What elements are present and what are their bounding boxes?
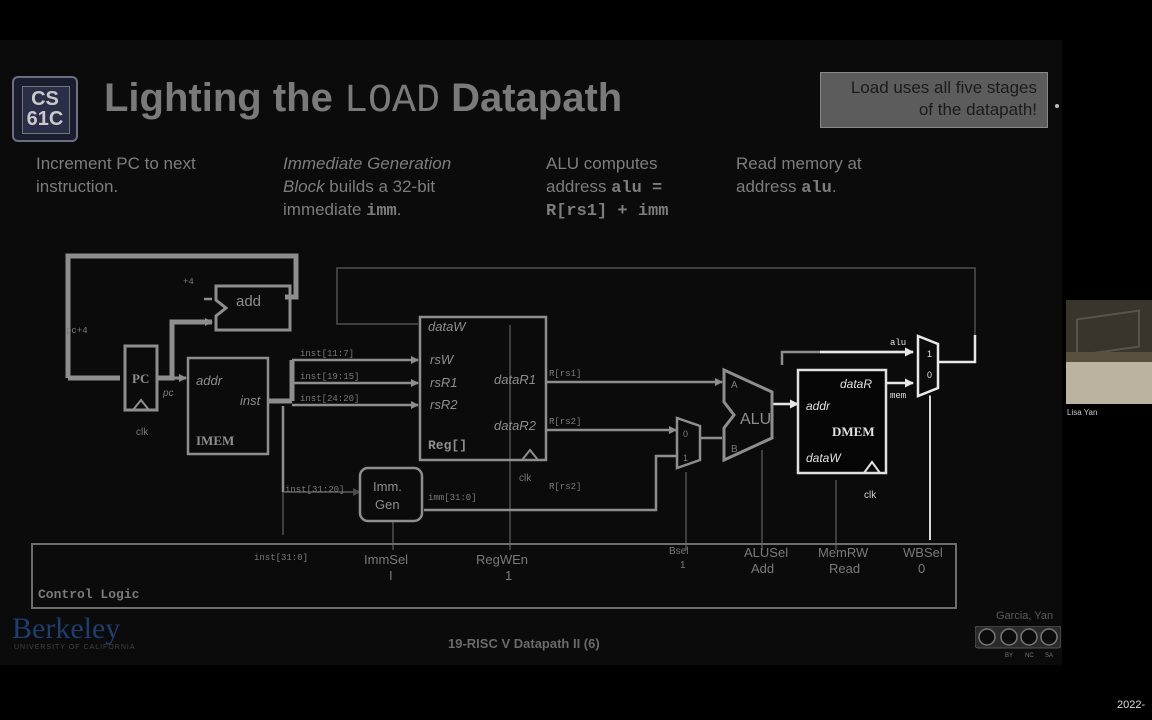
signal-immsel-name: ImmSel xyxy=(364,552,408,567)
control-logic-label: Control Logic xyxy=(38,587,140,602)
inst-11-7-label: inst[11:7] xyxy=(300,349,354,359)
register-file xyxy=(418,315,548,462)
webcam-name: Lisa Yan xyxy=(1067,408,1098,417)
desc-alu-computes: ALU computes address alu = R[rs1] + imm xyxy=(546,154,669,221)
signal-bsel-value: 1 xyxy=(680,560,686,571)
dmem-addr-label: addr xyxy=(806,399,831,413)
webcam-thumbnail xyxy=(1066,300,1152,404)
r-rs2-b-label: R[rs2] xyxy=(549,482,581,492)
callout-box: Load uses all five stages of the datapat… xyxy=(820,72,1048,128)
reg-rsr1-label: rsR1 xyxy=(430,375,457,390)
inst-31-20-label: inst[31:20] xyxy=(285,485,344,495)
clock-icon xyxy=(132,398,150,411)
desc-increment-pc: Increment PC to next instruction. xyxy=(36,154,196,196)
dmem-datar-label: dataR xyxy=(840,377,872,391)
imm-gen-line1: Imm. xyxy=(373,479,402,494)
signal-memrw-value: Read xyxy=(829,561,860,576)
imm-gen-block xyxy=(358,466,424,523)
footer-title: 19-RISC V Datapath II (6) xyxy=(448,636,600,651)
reg-rsr2-label: rsR2 xyxy=(430,397,458,412)
chip-icon xyxy=(22,86,70,134)
signal-regwen-value: 1 xyxy=(505,568,512,583)
callout-line2: of the datapath! xyxy=(918,100,1037,119)
inst-24-20-label: inst[24:20] xyxy=(300,394,359,404)
timestamp: 2022- xyxy=(1117,699,1146,711)
adder-label: add xyxy=(236,293,261,310)
wb-mux xyxy=(916,334,940,398)
alu-unit xyxy=(722,367,774,463)
imm-gen-line2: Gen xyxy=(375,497,400,512)
alu-a-label: A xyxy=(731,380,738,391)
reg-dataw-label: dataW xyxy=(428,319,467,334)
datapath-diagram: add +4 pc+4 PC pc clk addr inst IMEM ins… xyxy=(31,253,977,609)
alu-b-label: B xyxy=(731,444,738,455)
cc-icon xyxy=(978,628,996,646)
footer-authors: Garcia, Yan xyxy=(996,610,1054,622)
signal-immsel-value: I xyxy=(389,568,393,583)
plus4-label: +4 xyxy=(183,277,194,287)
reg-clock-icon xyxy=(521,448,539,461)
imem-addr-label: addr xyxy=(196,373,223,388)
nc-icon xyxy=(1020,628,1038,646)
signal-alusel-value: Add xyxy=(751,561,774,576)
desc-read-memory: Read memory at address alu. xyxy=(736,154,862,198)
pc-label: PC xyxy=(132,371,149,386)
wb-mux-1-label: 1 xyxy=(927,349,932,359)
reg-datar2-label: dataR2 xyxy=(494,418,537,433)
imem-block xyxy=(186,356,270,456)
dmem-label: DMEM xyxy=(832,424,875,439)
logo-text-cs: CS xyxy=(31,88,59,110)
control-logic-box xyxy=(31,543,957,609)
inst-19-15-label: inst[19:15] xyxy=(300,372,359,382)
imem-label: IMEM xyxy=(196,433,234,448)
dmem-block xyxy=(796,368,888,475)
pointer-dot xyxy=(1055,104,1059,108)
wb-mux-0-label: 0 xyxy=(927,370,932,380)
r-rs2-label: R[rs2] xyxy=(549,417,581,427)
signal-wbsel-value: 0 xyxy=(918,561,925,576)
pc-register xyxy=(123,344,159,412)
cs61c-logo: CS 61C xyxy=(12,76,78,142)
wb-alu-label: alu xyxy=(890,338,906,348)
imm-out-label: imm[31:0] xyxy=(428,493,477,503)
pc4-label: pc+4 xyxy=(66,326,88,336)
slide-title: Lighting the LOAD Datapath xyxy=(104,76,623,124)
wb-mem-label: mem xyxy=(890,391,906,401)
r-rs1-label: R[rs1] xyxy=(549,369,581,379)
berkeley-logo: Berkeley xyxy=(12,612,121,645)
reg-datar1-label: dataR1 xyxy=(494,372,536,387)
signal-alusel-name: ALUSel xyxy=(744,545,788,560)
reg-clk-label: clk xyxy=(519,473,532,484)
license-sa: SA xyxy=(1045,653,1053,659)
signal-wbsel-name: WBSel xyxy=(903,545,943,560)
sa-icon xyxy=(1040,628,1058,646)
imem-inst-label: inst xyxy=(240,393,262,408)
inst-31-0-label: inst[31:0] xyxy=(254,553,308,563)
b-mux xyxy=(675,416,702,470)
license-nc: NC xyxy=(1025,653,1034,659)
signal-bsel-name: Bsel xyxy=(669,546,688,557)
dmem-dataw-label: dataW xyxy=(806,451,842,465)
cc-license-badge: BY NC SA xyxy=(975,626,1061,659)
license-by: BY xyxy=(1005,653,1013,659)
reg-rsw-label: rsW xyxy=(430,352,455,367)
by-icon xyxy=(1000,628,1018,646)
signal-regwen-name: RegWEn xyxy=(476,552,528,567)
pc-clk-label: clk xyxy=(136,427,149,438)
b-mux-1-label: 1 xyxy=(683,453,688,463)
slide: CS 61C Lighting the LOAD Datapath Load u… xyxy=(0,40,1062,665)
dmem-clock-icon xyxy=(863,460,881,474)
alu-label: ALU xyxy=(740,411,771,428)
signal-memrw-name: MemRW xyxy=(818,545,869,560)
reg-label: Reg[] xyxy=(428,438,467,453)
berkeley-subtitle: UNIVERSITY OF CALIFORNIA xyxy=(14,644,136,651)
adder-unit xyxy=(214,284,292,332)
dmem-clk-label: clk xyxy=(864,490,877,501)
logo-text-61c: 61C xyxy=(26,108,64,130)
desc-imm-gen: Immediate Generation Block builds a 32-b… xyxy=(283,154,452,221)
pc-out-label: pc xyxy=(162,388,174,399)
b-mux-0-label: 0 xyxy=(683,429,688,439)
callout-line1: Load uses all five stages xyxy=(850,78,1037,97)
